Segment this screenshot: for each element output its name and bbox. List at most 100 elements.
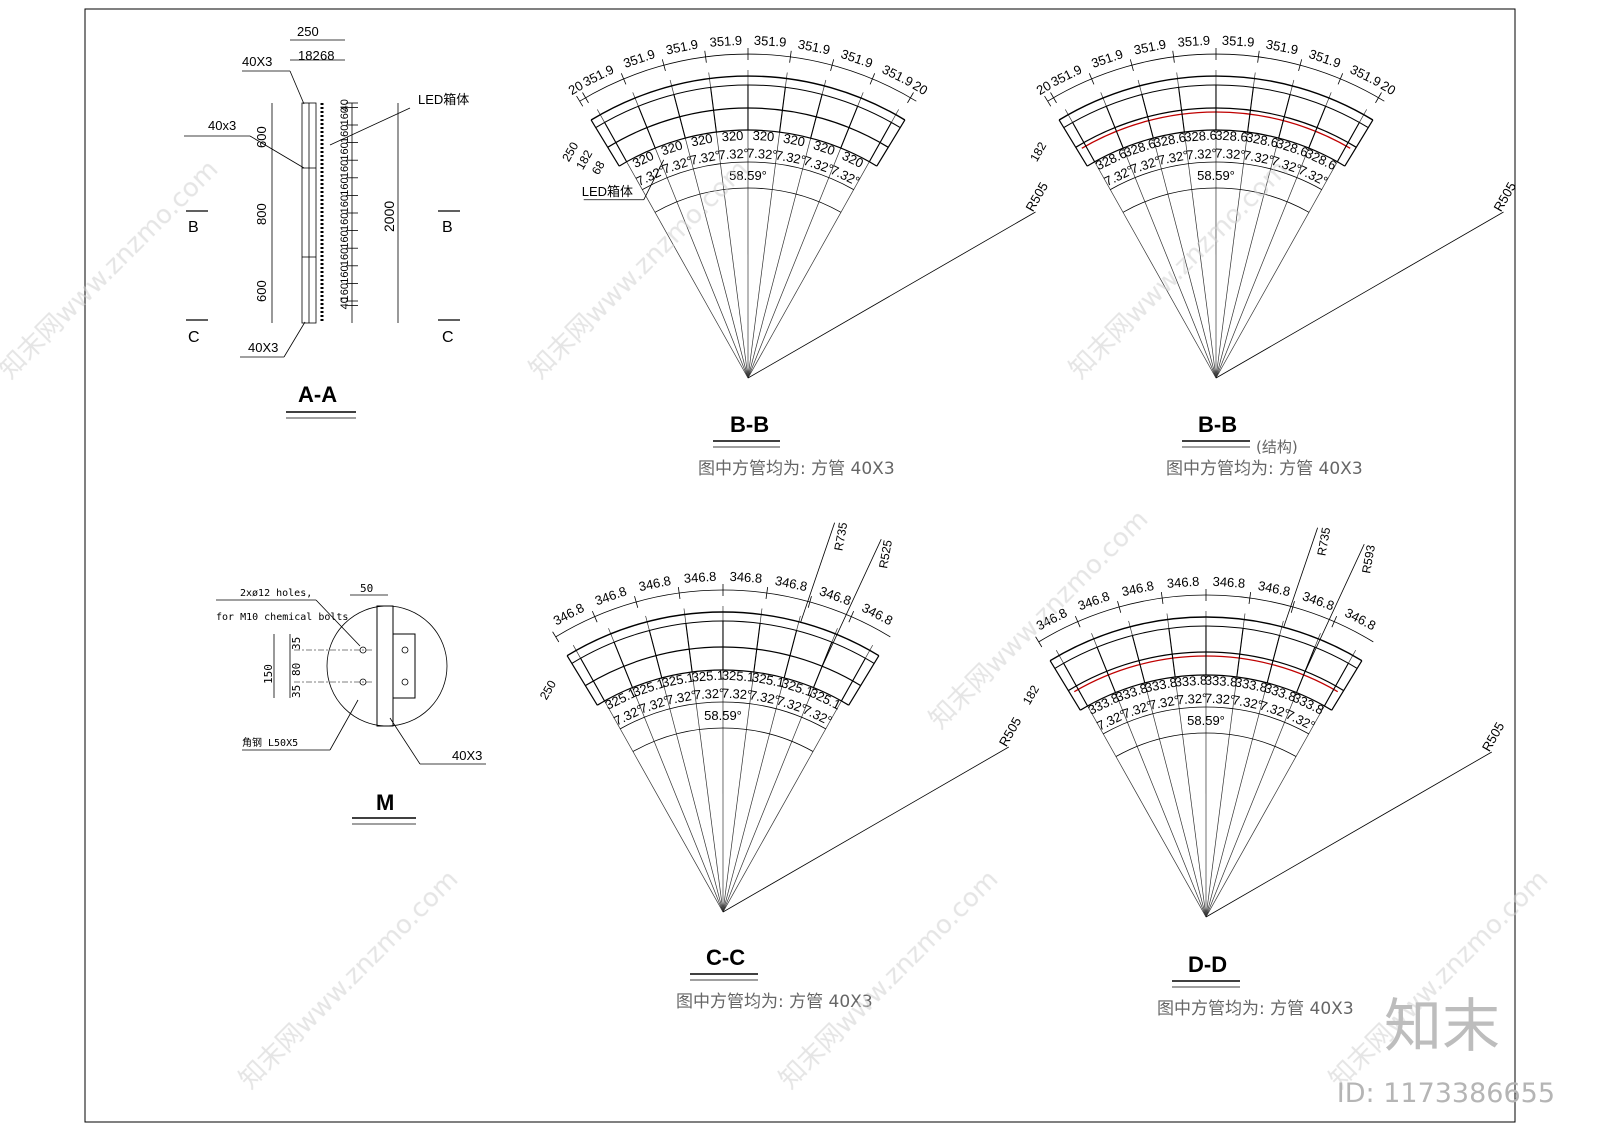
fan-radius-leader xyxy=(821,539,882,667)
fan-arc-dim: 346.8 xyxy=(551,600,587,628)
fan-dim-tick xyxy=(677,586,681,599)
fan-arc-dim: 346.8 xyxy=(774,573,809,594)
fan-end-cap xyxy=(848,655,880,706)
watermark-id: ID: 1173386655 xyxy=(1336,1078,1555,1109)
m-angle-leader2 xyxy=(329,699,359,751)
m-title: M xyxy=(376,790,394,815)
fan-inner-dim: 333.8 xyxy=(1144,674,1179,695)
fan-total-angle-arc xyxy=(654,187,842,213)
fan-end-cap xyxy=(1058,119,1088,167)
fan-dim-tick xyxy=(830,59,835,72)
fan-total-angle-arc xyxy=(1122,187,1310,213)
fan-rib xyxy=(604,122,628,162)
m-bolt-top xyxy=(401,646,409,654)
fan-radius-leader xyxy=(800,522,836,623)
fan-radius-leader xyxy=(1304,544,1365,672)
fan-dim-tick xyxy=(1088,73,1095,85)
m-tube-label: 40X3 xyxy=(452,748,482,763)
fan-dim-tick xyxy=(582,92,589,104)
fan-arc-dim: 351.9 xyxy=(664,36,699,57)
fan-angle-dim: 7.32° xyxy=(1157,147,1190,168)
fan-inner-dim: 333.8 xyxy=(1204,672,1237,689)
aa-cut-c-right: C xyxy=(442,329,454,346)
fan-arc-dim: 346.8 xyxy=(1342,605,1378,633)
aa-right-dim: 160 xyxy=(339,160,351,178)
fan-inner-dim: 320 xyxy=(721,128,744,144)
fan-total-angle-arc xyxy=(1115,732,1297,757)
fan-arc-dim: 351.9 xyxy=(839,46,875,71)
bb-note: 图中方管均为: 方管 40X3 xyxy=(698,459,895,479)
fan-dim-tick xyxy=(1375,92,1382,104)
fan-arc-dim: 346.8 xyxy=(593,583,629,608)
fan-dim-tick xyxy=(907,92,914,104)
fan-inner-dim: 320 xyxy=(812,137,837,158)
fan-arc-dim: 351.9 xyxy=(580,62,616,90)
fan-dim-tick xyxy=(807,596,812,608)
fan-dim-tick xyxy=(1160,591,1164,604)
aa-right-dim: 160 xyxy=(339,177,351,195)
fan-led-leader2 xyxy=(643,159,665,200)
fan-end-cap xyxy=(876,119,906,167)
dd-note: 图中方管均为: 方管 40X3 xyxy=(1157,999,1354,1019)
fan-angle-dim: 7.32° xyxy=(689,147,722,168)
fan-angle-arc xyxy=(1103,706,1309,735)
fan-rib xyxy=(1141,94,1154,139)
fan-inner-dim: 320 xyxy=(782,131,806,150)
fan-inner-dim: 320 xyxy=(659,137,684,158)
fan-arc-dim: 351.9 xyxy=(753,33,786,50)
bb-title: B-B xyxy=(730,412,769,437)
fan-dim-tick xyxy=(848,610,855,623)
m-dim-total: 150 xyxy=(262,664,275,684)
fan-inner-arc xyxy=(1086,129,1346,167)
fan-dim-tick xyxy=(1117,601,1122,613)
fan-angle-dim: 7.32° xyxy=(1231,692,1264,713)
fan-side-dim: 68 xyxy=(589,158,608,177)
fan-radius-label: R505 xyxy=(996,715,1025,749)
fan-total-angle-arc xyxy=(632,727,814,752)
fan-radius-line xyxy=(747,211,1036,379)
fan-inner-dim: 328.6 xyxy=(1215,127,1248,144)
aa-dim-250: 250 xyxy=(297,24,319,39)
fan-side-dim: 250 xyxy=(537,678,559,703)
fan-arc-dim: 346.8 xyxy=(1257,578,1292,599)
fan-arc-dim: 346.8 xyxy=(1212,574,1245,591)
fan-angle-dim: 7.32° xyxy=(721,685,752,702)
fan-rib xyxy=(1072,122,1096,162)
fan-arc-dim: 351.9 xyxy=(797,36,832,57)
fan-arc-dim: 346.8 xyxy=(729,569,762,586)
aa-right-dim: 160 xyxy=(339,213,351,231)
aa-leader-led xyxy=(329,107,411,146)
fan-rib xyxy=(580,657,606,702)
fan-dim-tick xyxy=(661,59,666,72)
fan-arc-dim: 346.8 xyxy=(1300,588,1336,613)
fan-dim-tick xyxy=(1129,59,1134,72)
fan-dim-tick xyxy=(1290,601,1295,613)
fan-dim-tick xyxy=(1050,92,1057,104)
m-dim-80: 80 xyxy=(290,663,303,676)
cc-note: 图中方管均为: 方管 40X3 xyxy=(676,992,873,1012)
fan-dim-tick xyxy=(704,50,707,63)
bbs-note: 图中方管均为: 方管 40X3 xyxy=(1166,459,1363,479)
fan-dim-tick xyxy=(634,596,639,608)
fan-inner-arc xyxy=(1079,674,1333,711)
fan-rib xyxy=(637,106,656,149)
fan-dim-tick xyxy=(591,610,598,623)
fan-dim-tick xyxy=(789,50,792,63)
fan-end-cap xyxy=(566,655,598,706)
m-holes-leader xyxy=(315,599,361,647)
fan-rib xyxy=(710,87,717,133)
fan-arc-dim: 351.9 xyxy=(1265,36,1300,57)
fan-dim-tick xyxy=(765,586,769,599)
aa-tube-mid: 40x3 xyxy=(208,118,236,133)
fan-angle-arc xyxy=(642,161,854,190)
fan-rib xyxy=(1336,122,1360,162)
fan-dim-tick xyxy=(1331,615,1338,628)
aa-right-dim: 160 xyxy=(339,125,351,143)
fan-dim-tick xyxy=(1257,50,1260,63)
bbs-subtitle: (结构) xyxy=(1256,438,1298,456)
fan-inner-dim: 328.6 xyxy=(1245,130,1280,151)
fan-dim-tick xyxy=(1248,591,1252,604)
fan-inner-dim: 333.8 xyxy=(1234,674,1269,695)
fan-rib xyxy=(1063,662,1089,707)
